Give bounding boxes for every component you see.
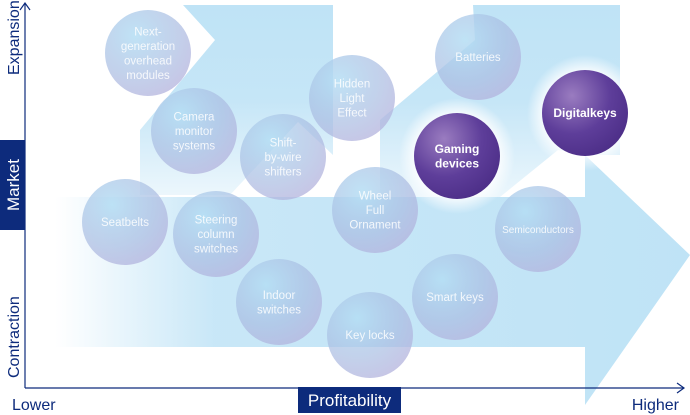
y-axis-expansion-label: Expansion — [6, 0, 23, 75]
bubble-label-line: devices — [435, 156, 479, 170]
bubble-seatbelts: Seatbelts — [82, 179, 168, 265]
x-axis-higher-label: Higher — [632, 397, 680, 414]
bubble-label: Shift-by-wire shifters — [264, 138, 301, 179]
bubble-circle — [542, 70, 628, 156]
bubble-label-line: column — [197, 229, 234, 241]
bubble-label-line: Shift- — [270, 138, 297, 150]
bubble-label: Seatbelts — [101, 217, 149, 229]
bubble-label-line: Semiconductors — [502, 225, 574, 236]
bubble-label: Digitalkeys — [553, 106, 617, 120]
bubble-circle — [105, 10, 191, 96]
bubble-circle — [173, 191, 259, 277]
bubble-label-line: monitor — [175, 126, 214, 138]
bubble-label: Indoor switches — [257, 290, 301, 317]
bubble-next-generation-overhead-modules: Next-generation overhead modules — [105, 10, 191, 96]
bubble-label-line: overhead — [124, 55, 172, 67]
bubble-steering-column-switches: Steering column switches — [173, 191, 259, 277]
bubble-label-line: switches — [257, 304, 301, 316]
bubble-label-line: Steering — [195, 215, 238, 227]
bubble-label-line: Next- — [134, 26, 162, 38]
y-axis-title: Market — [4, 159, 23, 211]
bubble-label-line: switches — [194, 244, 238, 256]
bubble-label-line: Seatbelts — [101, 217, 149, 229]
bubble-label-line: generation — [121, 41, 175, 53]
bubble-circle — [236, 259, 322, 345]
bubble-circle — [151, 88, 237, 174]
bubble-circle — [332, 167, 418, 253]
bubble-label: Batteries — [455, 52, 501, 64]
bubble-label-line: Key locks — [345, 330, 394, 342]
x-axis-lower-label: Lower — [12, 397, 56, 414]
bubble-circle — [412, 254, 498, 340]
bubble-label-line: modules — [126, 70, 170, 82]
y-axis-contraction-label: Contraction — [6, 296, 23, 378]
x-axis-arrow-icon — [676, 382, 686, 394]
bubble-label: Key locks — [345, 330, 394, 342]
bubble-label-line: Camera — [174, 112, 216, 124]
y-axis-arrow-icon — [19, 1, 31, 11]
bubble-semiconductors: Semiconductors — [495, 186, 581, 272]
bubble-indoor-switches: Indoor switches — [236, 259, 322, 345]
bubble-circle — [414, 113, 500, 199]
bubble-label-line: Light — [340, 93, 366, 105]
bubble-batteries: Batteries — [435, 14, 521, 100]
bubble-label-line: Ornament — [349, 220, 401, 232]
bubble-label-line: Batteries — [455, 52, 501, 64]
bubble-key-locks: Key locks — [327, 292, 413, 378]
bubble-label-line: shifters — [264, 167, 301, 179]
bubble-label: Semiconductors — [502, 225, 574, 236]
bubble-label-line: Hidden — [334, 79, 370, 91]
bubble-label-line: Effect — [337, 108, 367, 120]
bubble-circle — [240, 114, 326, 200]
bubble-shift-by-wire-shifters: Shift-by-wire shifters — [240, 114, 326, 200]
bubble-label: Camera monitor systems — [173, 112, 215, 153]
bubble-digitalkeys: Digitalkeys — [527, 55, 643, 171]
bubble-label-line: Smart keys — [426, 292, 484, 304]
bubble-label: Next-generation overhead modules — [121, 26, 175, 82]
bubble-label: Steering column switches — [194, 215, 238, 256]
bubble-circle — [309, 55, 395, 141]
bubble-camera-monitor-systems: Camera monitor systems — [151, 88, 237, 174]
x-axis-title: Profitability — [308, 391, 392, 410]
bubble-circle — [327, 292, 413, 378]
bubble-label-line: Gaming — [435, 142, 480, 156]
y-axis-title-box: Market — [0, 140, 25, 230]
bubble-label-line: Digitalkeys — [553, 106, 617, 120]
bubble-label-line: Wheel — [359, 191, 392, 203]
bubble-label-line: Full — [366, 205, 385, 217]
bubble-label: Smart keys — [426, 292, 484, 304]
bubble-circle — [435, 14, 521, 100]
bubble-smart-keys: Smart keys — [412, 254, 498, 340]
bubble-circle — [82, 179, 168, 265]
bubble-label-line: systems — [173, 141, 215, 153]
bubble-label-line: by-wire — [264, 152, 301, 164]
bubble-label-line: Indoor — [263, 290, 296, 302]
x-axis-title-box: Profitability — [298, 387, 401, 413]
bubble-circle — [495, 186, 581, 272]
